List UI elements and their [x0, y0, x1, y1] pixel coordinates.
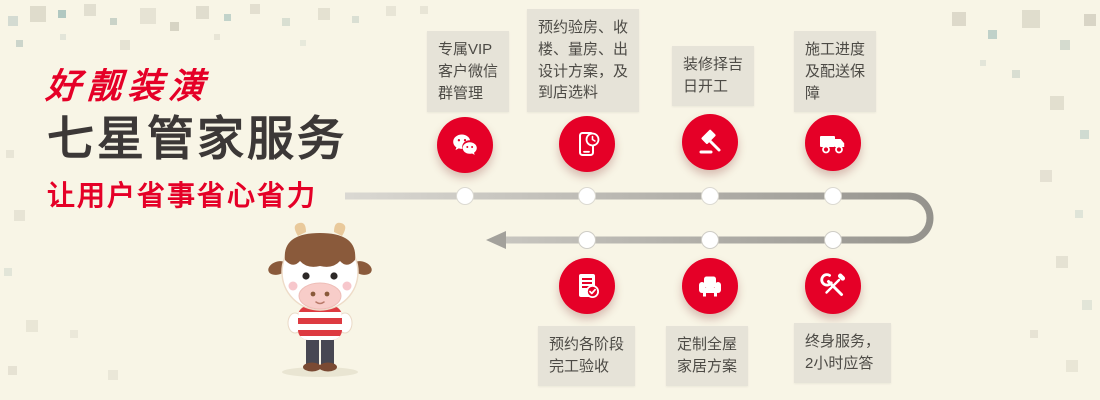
cow-mascot: [258, 220, 382, 385]
confetti-square: [8, 366, 17, 375]
confetti-square: [1066, 360, 1078, 372]
step-label: 预约各阶段 完工验收: [538, 326, 636, 386]
wechat-icon: [453, 134, 477, 155]
timeline-node: [701, 231, 719, 249]
page-title: 七星管家服务: [47, 112, 347, 165]
confetti-square: [352, 16, 359, 23]
confetti-square: [224, 14, 231, 21]
timeline-nodes: [456, 187, 842, 249]
cow-mascot-illustration: [268, 222, 372, 377]
confetti-square: [250, 4, 260, 14]
tagline: 让用户省事省心省力: [47, 180, 318, 211]
confetti-square: [58, 10, 66, 18]
step-icon-badge: [559, 258, 615, 314]
confetti-square: [1080, 130, 1089, 139]
confetti-square: [1082, 300, 1092, 310]
confetti-square: [4, 268, 12, 276]
confetti-square: [26, 320, 38, 332]
arrowhead-icon: [486, 231, 506, 249]
confetti-square: [952, 12, 966, 26]
confetti-square: [988, 30, 997, 39]
confetti-square: [1030, 330, 1038, 338]
step-icon-badge: [437, 117, 493, 173]
step-label: 装修择吉 日开工: [672, 46, 755, 106]
step-label: 施工进度 及配送保 障: [794, 31, 877, 113]
confetti-square: [1050, 96, 1064, 110]
confetti-square: [30, 6, 46, 22]
confetti-square: [16, 40, 23, 47]
confetti-square: [214, 34, 220, 40]
timeline-node: [701, 187, 719, 205]
furniture-icon: [699, 276, 721, 297]
timeline-path: [345, 192, 934, 244]
confetti-square: [1056, 256, 1068, 268]
confetti-square: [60, 34, 66, 40]
confetti-square: [6, 150, 14, 158]
confetti-square: [1040, 170, 1052, 182]
confetti-square: [140, 8, 156, 24]
confetti-square: [300, 40, 306, 46]
gavel-icon: [699, 129, 721, 154]
confetti-square: [110, 18, 117, 25]
timeline-node: [824, 231, 842, 249]
confetti-square: [318, 8, 330, 20]
step-icon-badge: [559, 116, 615, 172]
confetti-square: [8, 16, 18, 26]
confetti-square: [1012, 70, 1020, 78]
confetti-square: [70, 330, 78, 338]
confetti-square: [1022, 10, 1040, 28]
lifetime-service-tools-icon: [820, 273, 846, 296]
timeline-node: [578, 231, 596, 249]
confetti-square: [120, 40, 130, 50]
step-label: 定制全屋 家居方案: [666, 326, 749, 386]
confetti-square: [196, 6, 209, 19]
confetti-square: [14, 210, 25, 221]
confetti-square: [170, 22, 179, 31]
confetti-square: [386, 6, 396, 16]
step-label: 预约验房、收 楼、量房、出 设计方案，及 到店选料: [527, 9, 640, 112]
confetti-square: [1084, 14, 1096, 26]
timeline-node: [824, 187, 842, 205]
confetti-square: [108, 370, 118, 380]
confetti-square: [980, 60, 986, 66]
confetti-square: [282, 18, 290, 26]
timeline-node: [578, 187, 596, 205]
step-icon-badge: [805, 258, 861, 314]
step-icon-badge: [682, 114, 738, 170]
confetti-square: [1060, 40, 1070, 50]
step-icon-badge: [805, 115, 861, 171]
step-label: 终身服务， 2小时应答: [794, 323, 892, 383]
timeline-node: [456, 187, 474, 205]
phone-appointment-icon: [579, 132, 600, 156]
step-icon-badge: [682, 258, 738, 314]
confetti-square: [1075, 210, 1083, 218]
step-label: 专属VIP 客户微信 群管理: [427, 31, 510, 113]
acceptance-checklist-icon: [579, 274, 599, 298]
confetti-square: [420, 6, 428, 14]
delivery-truck-icon: [820, 136, 845, 154]
confetti-square: [84, 4, 96, 16]
